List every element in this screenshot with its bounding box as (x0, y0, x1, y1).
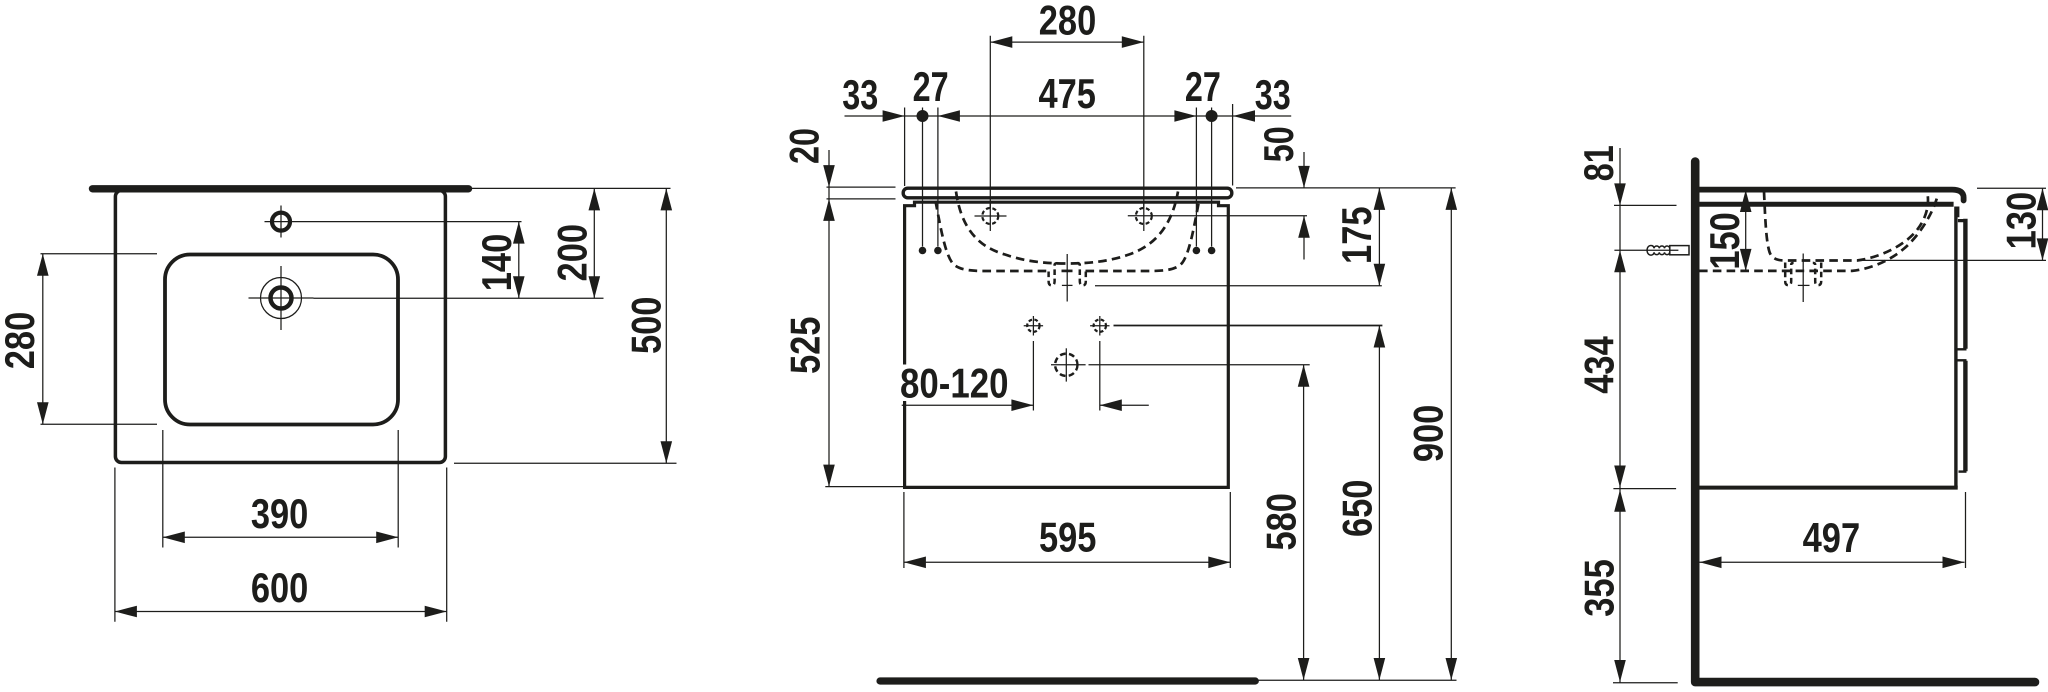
svg-text:175: 175 (1333, 206, 1380, 264)
svg-text:200: 200 (548, 224, 595, 282)
svg-text:434: 434 (1575, 336, 1622, 394)
svg-text:280: 280 (1039, 0, 1097, 43)
svg-text:595: 595 (1039, 513, 1097, 560)
svg-text:600: 600 (251, 564, 309, 611)
svg-text:130: 130 (1998, 192, 2045, 250)
svg-text:390: 390 (251, 490, 309, 537)
svg-text:150: 150 (1701, 212, 1748, 270)
svg-text:500: 500 (623, 297, 670, 355)
svg-text:280: 280 (0, 312, 43, 370)
svg-text:580: 580 (1257, 493, 1304, 551)
svg-text:50: 50 (1255, 126, 1302, 162)
svg-text:80-120: 80-120 (900, 359, 1009, 406)
svg-text:20: 20 (780, 128, 827, 164)
svg-text:475: 475 (1038, 70, 1096, 117)
svg-text:900: 900 (1405, 405, 1452, 463)
svg-text:27: 27 (913, 63, 949, 110)
svg-text:650: 650 (1334, 480, 1381, 538)
svg-text:81: 81 (1575, 145, 1622, 181)
svg-text:525: 525 (782, 317, 829, 375)
svg-text:33: 33 (1255, 71, 1291, 118)
svg-text:33: 33 (842, 71, 878, 118)
svg-text:27: 27 (1185, 63, 1221, 110)
svg-text:140: 140 (473, 234, 520, 292)
svg-text:497: 497 (1803, 514, 1861, 561)
svg-text:355: 355 (1575, 559, 1622, 617)
